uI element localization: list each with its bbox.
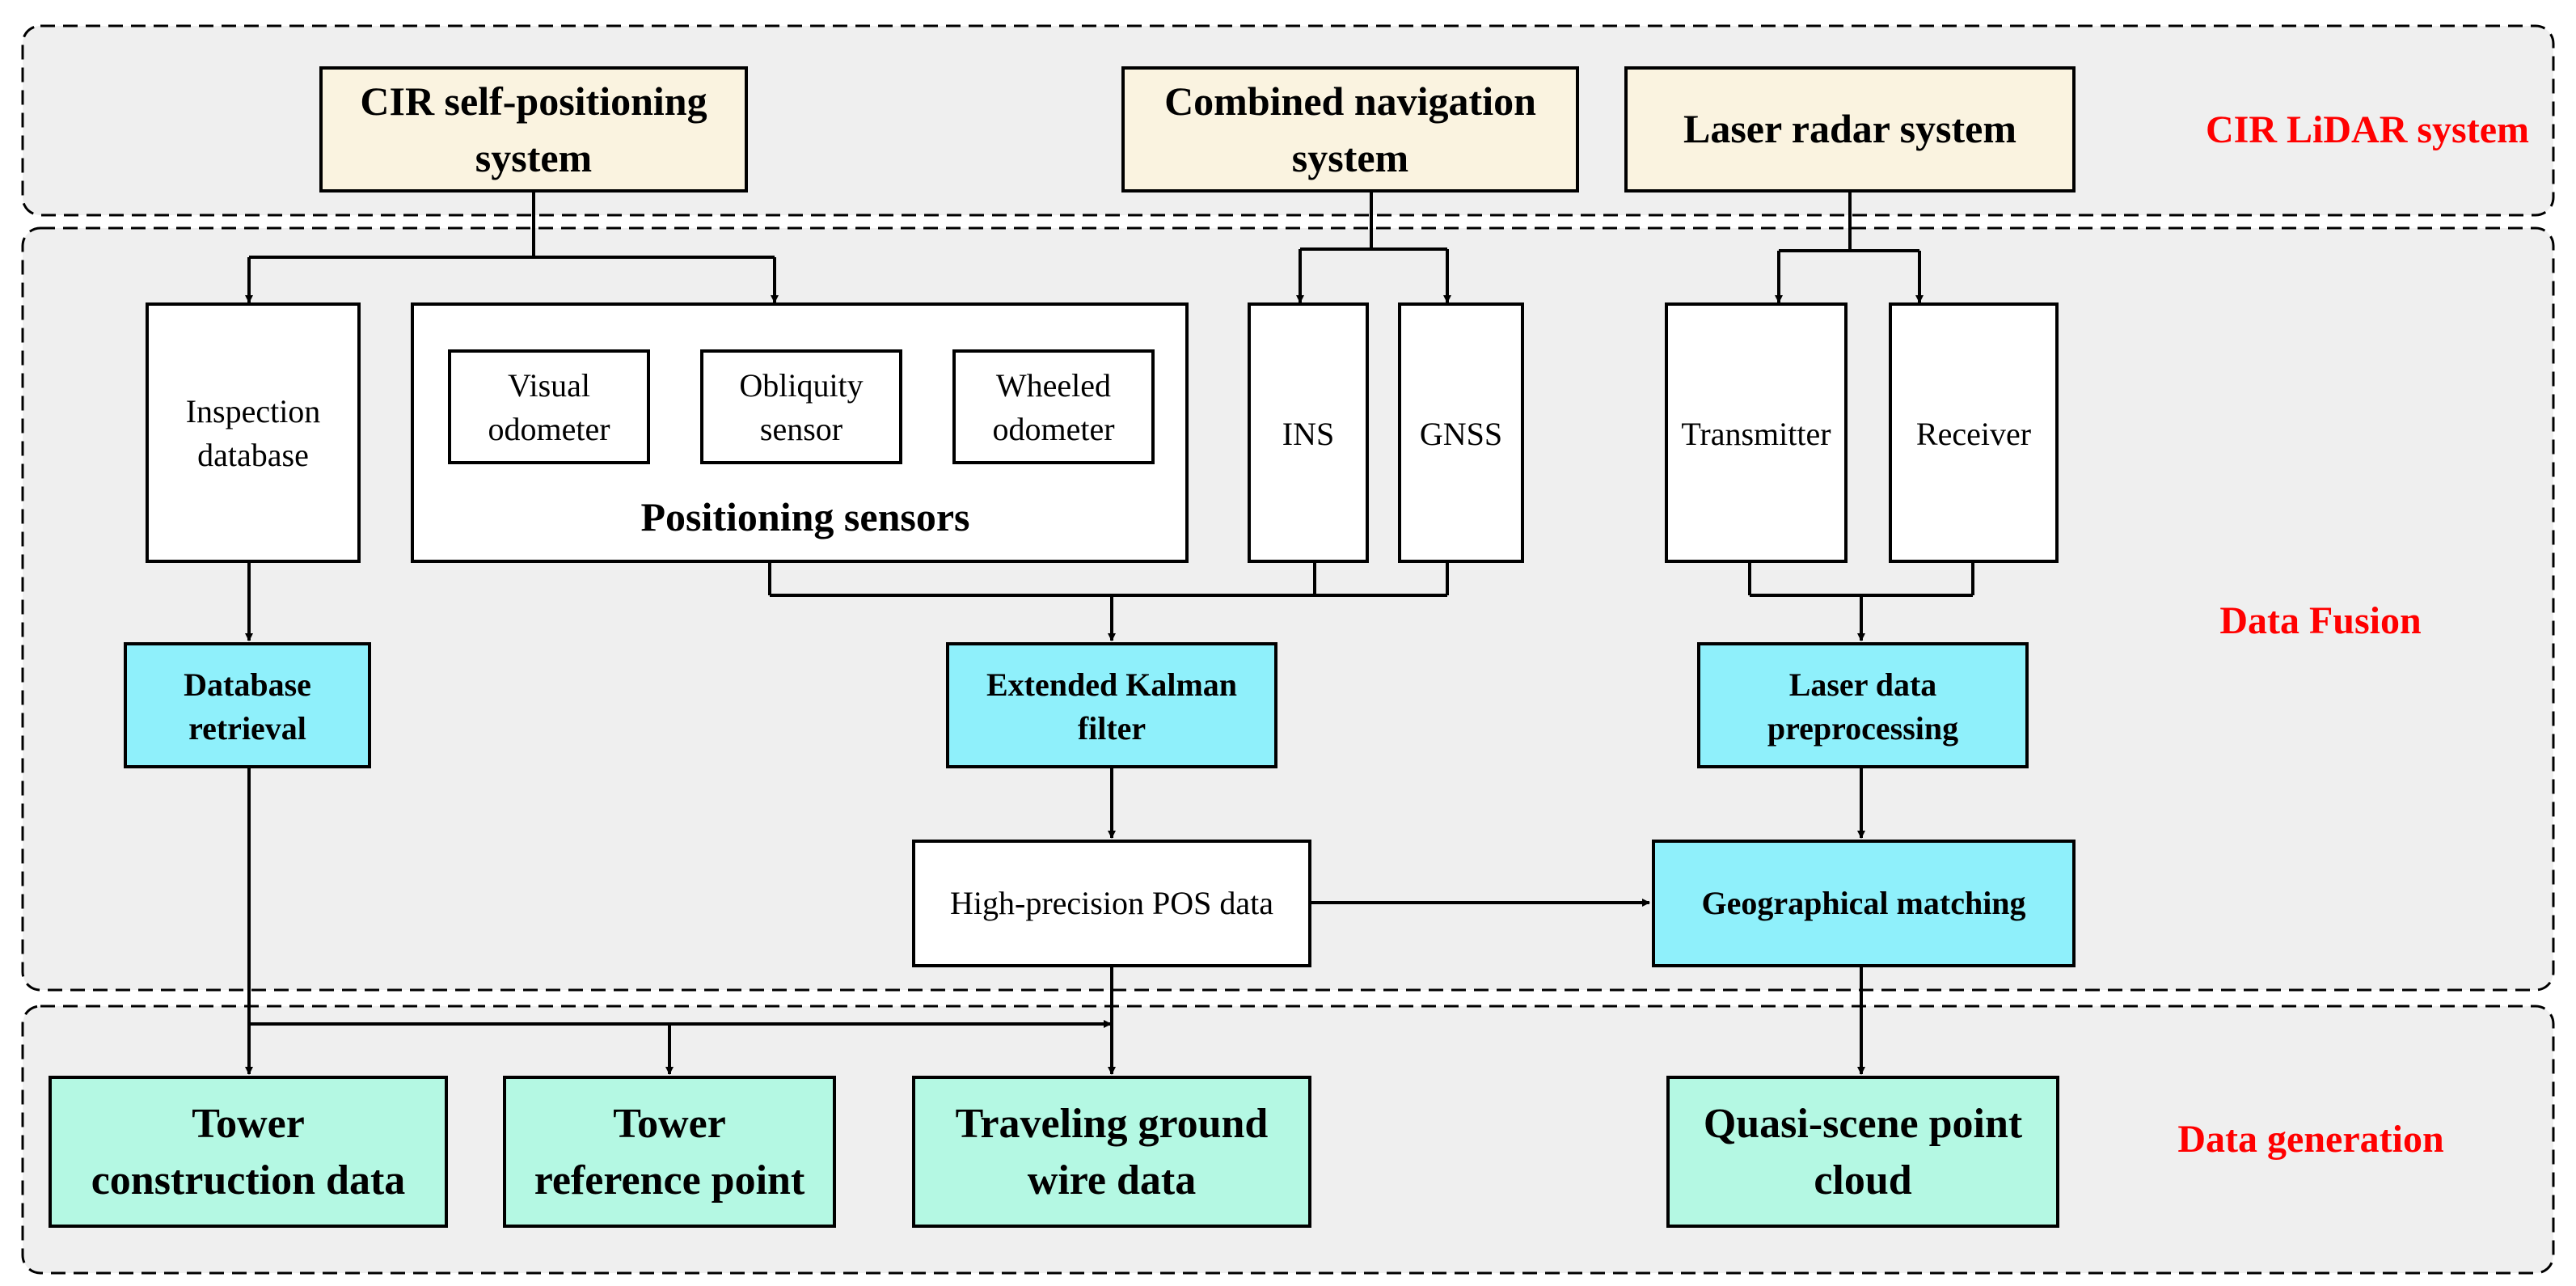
combined-navigation-label-1: Combined navigation bbox=[1164, 78, 1536, 124]
wheeled-odometer-box bbox=[952, 349, 1155, 464]
tower-construction-label-1: Tower bbox=[192, 1101, 305, 1147]
extended-kalman-label-1: Extended Kalman bbox=[986, 666, 1237, 703]
tower-construction-box bbox=[49, 1076, 448, 1228]
visual-odometer-box bbox=[448, 349, 650, 464]
geo-matching-box bbox=[1652, 840, 2076, 967]
traveling-ground-wire-box bbox=[912, 1076, 1311, 1228]
visual-odometer-label-2: odometer bbox=[488, 411, 610, 447]
cir-self-positioning-label-2: system bbox=[475, 135, 592, 180]
pos-data-box bbox=[912, 840, 1311, 967]
obliquity-sensor-box bbox=[700, 349, 902, 464]
positioning-sensors-label: Positioning sensors bbox=[640, 494, 969, 539]
database-retrieval-label-1: Database bbox=[184, 666, 311, 703]
tower-reference-box bbox=[503, 1076, 836, 1228]
inspection-database-label-2: database bbox=[197, 437, 309, 473]
laser-radar-box bbox=[1624, 66, 2076, 192]
extended-kalman-box bbox=[946, 642, 1277, 768]
traveling-ground-wire-label-1: Traveling ground bbox=[956, 1101, 1269, 1147]
gnss-box bbox=[1398, 302, 1524, 563]
laser-preprocessing-label-1: Laser data bbox=[1789, 666, 1937, 703]
group-label-data-fusion: Data Fusion bbox=[2219, 599, 2421, 642]
ins-box bbox=[1248, 302, 1369, 563]
extended-kalman-label-2: filter bbox=[1078, 710, 1146, 747]
combined-navigation-label-2: system bbox=[1292, 135, 1408, 180]
pos-data-label: High-precision POS data bbox=[950, 885, 1273, 921]
geo-matching-label: Geographical matching bbox=[1701, 885, 2025, 921]
tower-reference-label-2: reference point bbox=[534, 1157, 805, 1204]
gnss-label: GNSS bbox=[1420, 416, 1502, 452]
laser-preprocessing-box bbox=[1697, 642, 2029, 768]
group-label-data-generation: Data generation bbox=[2177, 1118, 2443, 1161]
group-label-lidar-system: CIR LiDAR system bbox=[2206, 108, 2529, 151]
cir-self-positioning-box bbox=[319, 66, 748, 192]
laser-preprocessing-label-2: preprocessing bbox=[1767, 710, 1958, 747]
tower-reference-label-1: Tower bbox=[613, 1101, 726, 1147]
tower-construction-label-2: construction data bbox=[91, 1157, 406, 1204]
inspection-database-label-1: Inspection bbox=[186, 393, 321, 429]
database-retrieval-box bbox=[124, 642, 371, 768]
transmitter-box bbox=[1665, 302, 1848, 563]
cir-self-positioning-label-1: CIR self-positioning bbox=[360, 78, 707, 124]
receiver-label: Receiver bbox=[1916, 416, 2031, 452]
ins-label: INS bbox=[1282, 416, 1334, 452]
traveling-ground-wire-label-2: wire data bbox=[1028, 1157, 1196, 1204]
wheeled-odometer-label-1: Wheeled bbox=[996, 367, 1111, 404]
laser-radar-label: Laser radar system bbox=[1683, 106, 2016, 151]
obliquity-sensor-label-2: sensor bbox=[760, 411, 842, 447]
obliquity-sensor-label-1: Obliquity bbox=[739, 367, 863, 404]
inspection-database-box bbox=[146, 302, 361, 563]
quasi-scene-label-1: Quasi-scene point bbox=[1704, 1101, 2023, 1147]
quasi-scene-box bbox=[1666, 1076, 2059, 1228]
quasi-scene-label-2: cloud bbox=[1814, 1157, 1911, 1204]
visual-odometer-label-1: Visual bbox=[508, 367, 590, 404]
transmitter-label: Transmitter bbox=[1681, 416, 1831, 452]
combined-navigation-box bbox=[1121, 66, 1579, 192]
connectors bbox=[245, 191, 1974, 1075]
database-retrieval-label-2: retrieval bbox=[188, 710, 306, 747]
receiver-box bbox=[1889, 302, 2059, 563]
wheeled-odometer-label-2: odometer bbox=[992, 411, 1114, 447]
